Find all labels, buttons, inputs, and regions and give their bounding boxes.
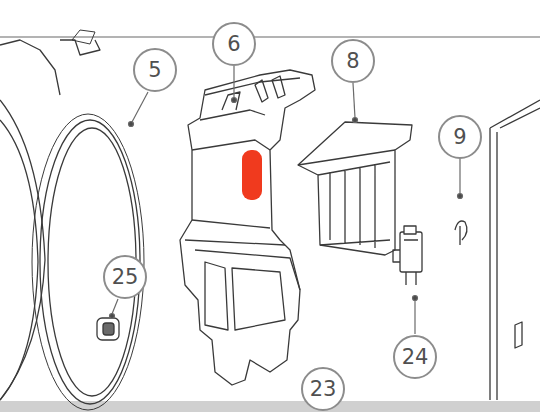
callout-number: 5: [133, 48, 177, 92]
bulkhead-ribs: [185, 78, 300, 330]
callout-number: 23: [301, 367, 345, 411]
door-switch-terminals: [393, 240, 418, 285]
leader-line: [353, 83, 355, 118]
leader-dot: [458, 194, 463, 199]
leader-dot: [110, 314, 115, 319]
front-bulkhead: [180, 70, 315, 385]
callout-number: 8: [331, 39, 375, 83]
cabinet-tab: [515, 322, 522, 348]
callout-label: 24: [402, 347, 429, 368]
leader-line: [414, 300, 415, 334]
bottom-bar: [0, 401, 540, 412]
callout-label: 5: [148, 60, 161, 81]
door-switch-plunger: [404, 226, 416, 234]
wire-clip: [72, 30, 95, 44]
highlight-mark: [242, 150, 262, 200]
leader-dot: [353, 118, 358, 123]
leader-line: [459, 158, 460, 194]
callout-number: 9: [438, 115, 482, 159]
callout-label: 8: [346, 51, 359, 72]
callout-label: 9: [453, 127, 466, 148]
callout-label: 25: [112, 267, 139, 288]
bulkhead-vents: [222, 76, 285, 110]
part-25: [97, 318, 119, 340]
part-25-core: [103, 323, 114, 335]
callout-label: 23: [310, 379, 337, 400]
frame-line: [0, 36, 540, 38]
callout-number: 6: [212, 22, 256, 66]
leader-dot: [232, 98, 237, 103]
callout-label: 6: [227, 34, 240, 55]
drum-body: [0, 40, 60, 400]
lint-filter-housing: [298, 122, 412, 255]
callout-number: 24: [393, 335, 437, 379]
leader-line: [112, 299, 118, 314]
callout-number: 25: [103, 255, 147, 299]
door-switch: [400, 232, 422, 272]
leader-line: [132, 92, 148, 122]
leader-dot: [413, 296, 418, 301]
leader-line: [233, 66, 234, 98]
clip-part-9: [455, 221, 467, 245]
filter-grid: [298, 150, 395, 248]
drum-front: [0, 120, 38, 400]
cabinet-front: [490, 100, 540, 400]
leader-dot: [129, 122, 134, 127]
